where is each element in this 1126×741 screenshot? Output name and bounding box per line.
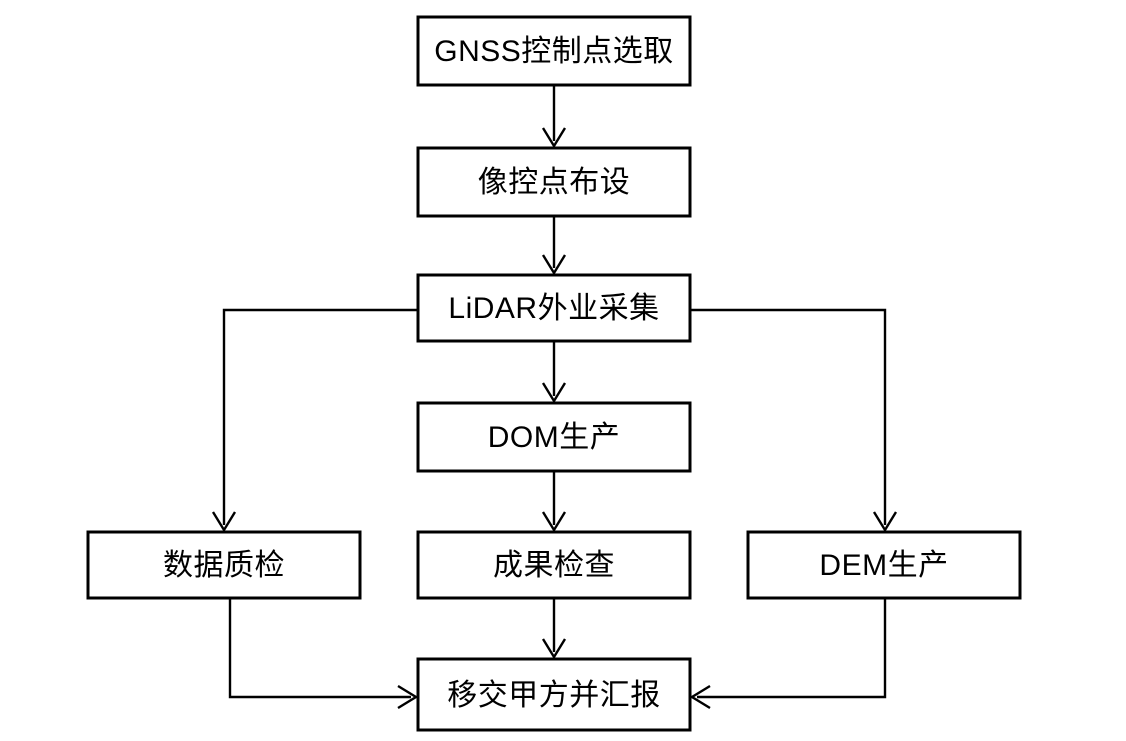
- edge-lidar-to-dem: [690, 308, 898, 533]
- edge-result-to-deliver: [541, 598, 567, 660]
- node-label-lidar: LiDAR外业采集: [448, 292, 659, 325]
- edge-lidar-to-dom: [541, 341, 567, 404]
- connector-layer: [211, 85, 898, 710]
- edge-dom-to-result: [541, 471, 567, 533]
- node-result-inspection[interactable]: 成果检查: [416, 530, 692, 600]
- node-dom-production[interactable]: DOM生产: [416, 401, 692, 473]
- edge-dem-to-deliver: [689, 598, 887, 710]
- node-image-control-point-layout[interactable]: 像控点布设: [416, 146, 692, 218]
- node-label-result: 成果检查: [493, 549, 615, 582]
- node-data-quality-inspection[interactable]: 数据质检: [86, 530, 362, 600]
- edge-quality-to-deliver: [228, 598, 419, 710]
- node-label-gnss: GNSS控制点选取: [434, 35, 674, 68]
- edge-gnss-to-xiangkong: [541, 85, 567, 149]
- node-gnss-control-point-selection[interactable]: GNSS控制点选取: [416, 15, 692, 87]
- node-label-xiangkong: 像控点布设: [478, 166, 631, 199]
- edge-lidar-to-quality: [211, 308, 418, 533]
- node-label-dom: DOM生产: [488, 421, 621, 454]
- node-dem-production[interactable]: DEM生产: [746, 530, 1022, 600]
- node-label-dem: DEM生产: [819, 549, 948, 582]
- node-deliver-and-report[interactable]: 移交甲方并汇报: [416, 657, 692, 732]
- node-label-quality: 数据质检: [163, 549, 285, 582]
- node-label-deliver: 移交甲方并汇报: [447, 679, 661, 712]
- edge-xiangkong-to-lidar: [541, 216, 567, 276]
- node-layer: GNSS控制点选取 像控点布设 LiDAR外业采集 DOM生产 数据质检 成果检: [86, 15, 1022, 732]
- node-lidar-field-collection[interactable]: LiDAR外业采集: [416, 273, 692, 343]
